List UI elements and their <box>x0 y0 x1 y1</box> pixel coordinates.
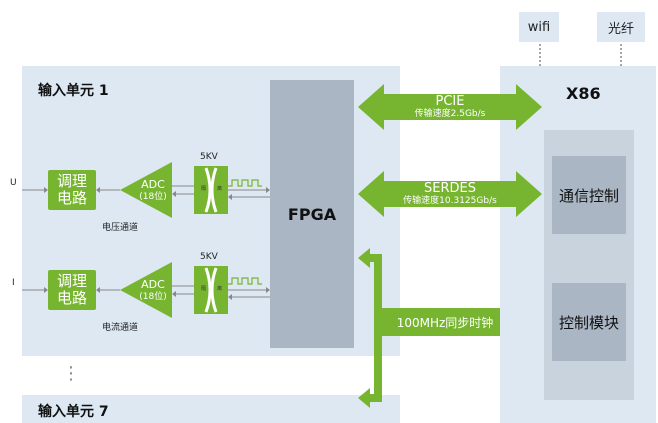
fpga-label: FPGA <box>287 204 337 224</box>
i-isolation-symbol <box>194 266 228 314</box>
i-iso-left-char: 隔 <box>201 286 207 292</box>
i-adc-line2: (18位) <box>139 292 167 302</box>
i-iso-fpga-arrowhead-1 <box>266 287 270 293</box>
u-conditioning-circuit: 调理 电路 <box>48 170 96 210</box>
u-cond-adc-arrowhead <box>96 187 100 193</box>
i-adc-iso-arrowhead-2 <box>172 291 176 297</box>
u-isolation-symbol <box>194 166 228 214</box>
wifi-label-box: wifi <box>519 12 559 42</box>
i-isolation-kv: 5KV <box>200 252 218 262</box>
u-iso-fpga-arrowhead-1 <box>266 187 270 193</box>
input-unit-1-title: 输入单元 1 <box>38 83 109 99</box>
serdes-speed: 传输速度10.3125Gb/s <box>403 196 497 206</box>
i-cond-line1: 调理 <box>56 272 87 290</box>
i-cond-adc-arrowhead <box>96 287 100 293</box>
i-adc-line1: ADC <box>141 278 165 291</box>
u-signal-label: U <box>10 178 17 188</box>
i-adc-label: ADC (18位) <box>136 279 170 303</box>
u-adc-label: ADC (18位) <box>136 179 170 203</box>
ellipsis-dots: ⋮ <box>62 363 80 384</box>
i-signal-label: I <box>12 278 15 288</box>
u-channel-label: 电压通道 <box>102 223 139 233</box>
u-iso-right-char: 离 <box>217 186 223 192</box>
i-conditioning-circuit: 调理 电路 <box>48 270 96 310</box>
serdes-text: SERDES 传输速度10.3125Gb/s <box>384 182 516 207</box>
control-module-block: 控制模块 <box>552 283 626 361</box>
serdes-arrow <box>358 171 542 217</box>
i-pulse-train <box>228 277 262 285</box>
pcie-arrow <box>358 84 542 130</box>
u-pulse-train <box>228 179 262 187</box>
i-iso-fpga-arrowhead-2 <box>228 294 232 300</box>
u-iso-left-char: 隔 <box>201 186 207 192</box>
fiber-label-box: 光纤 <box>597 12 645 42</box>
i-iso-right-char: 离 <box>217 286 223 292</box>
u-adc-line2: (18位) <box>139 192 167 202</box>
wifi-label: wifi <box>527 19 551 35</box>
pcie-text: PCIE 传输速度2.5Gb/s <box>384 95 516 120</box>
u-cond-line1: 调理 <box>56 172 87 190</box>
fiber-label: 光纤 <box>607 21 634 37</box>
pcie-name: PCIE <box>435 94 465 109</box>
control-module-label: 控制模块 <box>558 313 619 332</box>
input-unit-7-panel <box>22 395 400 423</box>
u-adc-triangle <box>120 162 172 218</box>
u-isolation-kv: 5KV <box>200 152 218 162</box>
fpga-block: FPGA <box>270 80 354 348</box>
comm-control-label: 通信控制 <box>558 186 619 205</box>
u-adc-iso-arrowhead-2 <box>172 191 176 197</box>
pcie-speed: 传输速度2.5Gb/s <box>414 109 486 119</box>
u-iso-fpga-arrowhead-2 <box>228 194 232 200</box>
i-adc-triangle <box>120 262 172 318</box>
x86-title: X86 <box>566 84 601 103</box>
i-channel-label: 电流通道 <box>102 323 139 333</box>
u-cond-line2: 电路 <box>56 189 87 207</box>
clock-text: 100MHz同步时钟 <box>396 316 494 330</box>
serdes-name: SERDES <box>424 181 476 196</box>
input-unit-7-title: 输入单元 7 <box>38 404 109 420</box>
i-cond-line2: 电路 <box>56 289 87 307</box>
clock-bracket <box>358 248 500 408</box>
u-input-arrowhead <box>44 187 48 193</box>
i-input-arrowhead <box>44 287 48 293</box>
u-adc-line1: ADC <box>141 178 165 191</box>
comm-control-block: 通信控制 <box>552 156 626 234</box>
